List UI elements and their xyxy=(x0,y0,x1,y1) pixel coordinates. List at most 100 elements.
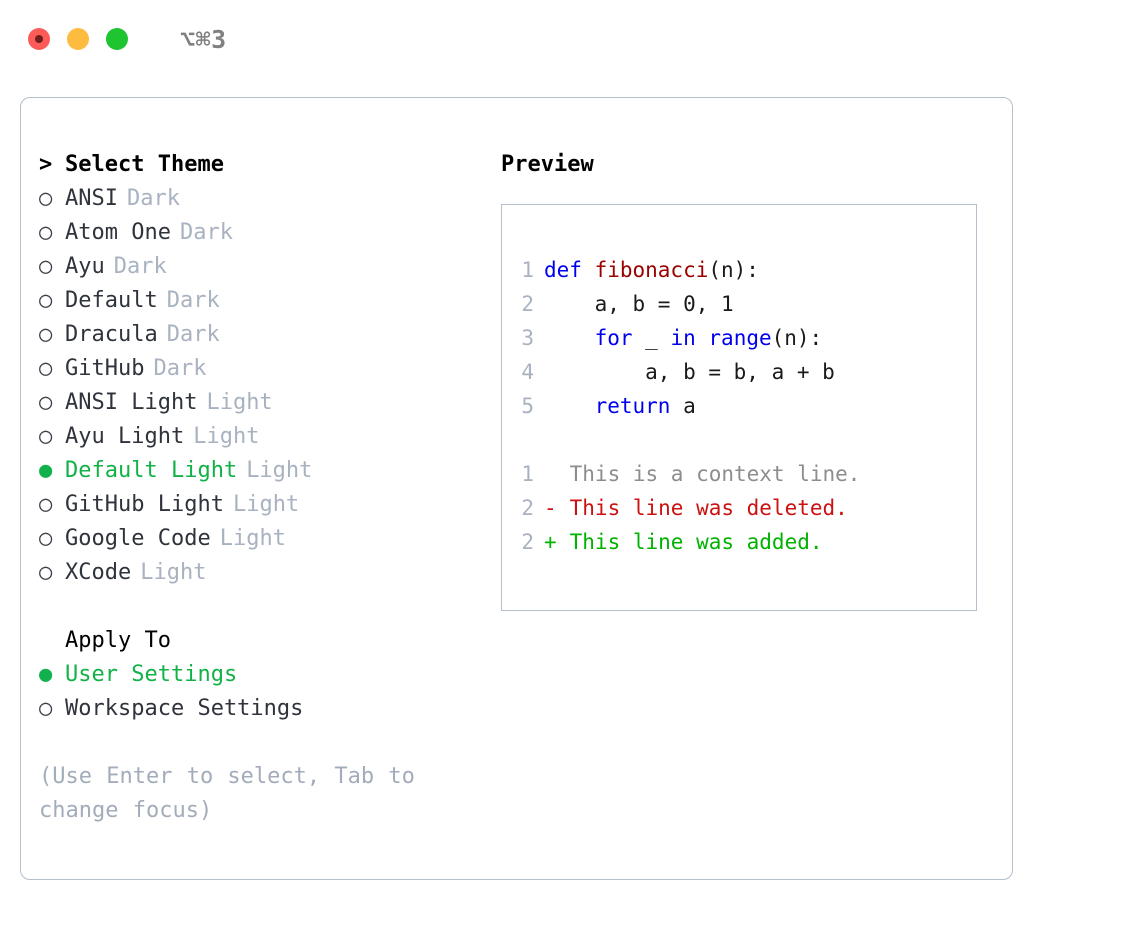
code-line-number: 2 xyxy=(521,292,534,316)
theme-variant-badge: Light xyxy=(246,458,313,483)
diff-sample: 1 This is a context line.2- This line wa… xyxy=(502,457,976,559)
close-button-icon[interactable] xyxy=(28,28,50,50)
diff-line-number: 1 xyxy=(521,462,534,486)
theme-name-label: Dracula xyxy=(65,322,158,347)
apply-to-option[interactable]: ○ Workspace Settings xyxy=(39,692,479,726)
code-line-number: 4 xyxy=(521,360,534,384)
theme-variant-badge: Light xyxy=(193,424,260,449)
theme-name-label: Default xyxy=(65,288,158,313)
theme-variant-badge: Dark xyxy=(113,254,167,279)
apply-to-label: User Settings xyxy=(65,662,238,687)
theme-name-label: Atom One xyxy=(65,220,171,245)
keyboard-shortcut-label: ⌥⌘3 xyxy=(180,24,227,54)
theme-list-item[interactable]: ○ Default Dark xyxy=(39,284,479,318)
radio-unselected-icon[interactable]: ○ xyxy=(39,492,53,517)
code-line: 4 a, b = b, a + b xyxy=(502,355,976,389)
diff-text: This line was added. xyxy=(557,530,823,554)
diff-line-text-added: + This line was added. xyxy=(544,525,823,559)
theme-variant-badge: Dark xyxy=(166,322,220,347)
code-line: 2 a, b = 0, 1 xyxy=(502,287,976,321)
radio-selected-icon[interactable]: ● xyxy=(39,458,53,483)
preview-gap xyxy=(502,423,976,457)
diff-line: 1 This is a context line. xyxy=(502,457,976,491)
theme-name-label: Ayu Light xyxy=(65,424,185,449)
theme-list-item[interactable]: ○ ANSI Light Light xyxy=(39,386,479,420)
diff-text: This line was deleted. xyxy=(557,496,848,520)
theme-name-label: GitHub xyxy=(65,356,145,381)
theme-name-label: GitHub Light xyxy=(65,492,224,517)
page-title: Select Theme xyxy=(65,152,224,177)
radio-unselected-icon[interactable]: ○ xyxy=(39,526,53,551)
theme-picker-header: > Select Theme xyxy=(39,148,479,182)
radio-unselected-icon[interactable]: ○ xyxy=(39,186,53,211)
diff-sign: - xyxy=(544,496,557,520)
code-token-pl xyxy=(544,394,595,418)
radio-unselected-icon[interactable]: ○ xyxy=(39,356,53,381)
code-token-pl: a, b = b, a + b xyxy=(544,360,835,384)
window-titlebar: ⌥⌘3 xyxy=(0,0,1140,78)
radio-unselected-icon[interactable]: ○ xyxy=(39,254,53,279)
theme-name-label: ANSI Light xyxy=(65,390,198,415)
code-line-number: 3 xyxy=(521,326,534,350)
radio-unselected-icon[interactable]: ○ xyxy=(39,560,53,585)
theme-variant-badge: Light xyxy=(140,560,207,585)
diff-sign xyxy=(544,457,557,491)
diff-text: This is a context line. xyxy=(557,462,861,486)
minimize-button-icon[interactable] xyxy=(67,28,89,50)
theme-variant-badge: Dark xyxy=(126,186,180,211)
radio-unselected-icon[interactable]: ○ xyxy=(39,220,53,245)
apply-to-heading: Apply To xyxy=(65,628,171,653)
diff-line-number: 2 xyxy=(521,530,534,554)
keyboard-hint-text: (Use Enter to select, Tab to change focu… xyxy=(39,764,415,823)
radio-selected-icon[interactable]: ● xyxy=(39,662,53,687)
radio-unselected-icon[interactable]: ○ xyxy=(39,696,53,721)
theme-list-item[interactable]: ○ GitHub Light Light xyxy=(39,488,479,522)
code-token-kw: for xyxy=(594,326,633,350)
theme-list-item[interactable]: ○ Ayu Dark xyxy=(39,250,479,284)
theme-variant-badge: Dark xyxy=(153,356,207,381)
theme-name-label: Ayu xyxy=(65,254,105,279)
code-line-text: return a xyxy=(544,389,696,423)
code-token-pl xyxy=(696,326,709,350)
apply-to-option[interactable]: ● User Settings xyxy=(39,658,479,692)
radio-unselected-icon[interactable]: ○ xyxy=(39,288,53,313)
diff-line: 2- This line was deleted. xyxy=(502,491,976,525)
code-token-kw: in xyxy=(670,326,696,350)
code-line: 3 for _ in range(n): xyxy=(502,321,976,355)
zoom-button-icon[interactable] xyxy=(106,28,128,50)
code-token-pl: (n): xyxy=(708,258,759,282)
theme-list-item[interactable]: ○ GitHub Dark xyxy=(39,352,479,386)
code-token-kw: def xyxy=(544,258,595,282)
radio-unselected-icon[interactable]: ○ xyxy=(39,424,53,449)
theme-variant-badge: Dark xyxy=(166,288,220,313)
theme-variant-badge: Light xyxy=(232,492,300,517)
theme-list-item[interactable]: ○ Ayu Light Light xyxy=(39,420,479,454)
code-token-pl: a xyxy=(670,394,696,418)
diff-line-number: 2 xyxy=(521,496,534,520)
list-spacer xyxy=(39,590,479,624)
radio-unselected-icon[interactable]: ○ xyxy=(39,390,53,415)
apply-to-label: Workspace Settings xyxy=(65,696,304,721)
theme-list-item[interactable]: ○ Dracula Dark xyxy=(39,318,479,352)
code-token-fn: fibonacci xyxy=(594,258,709,282)
theme-variant-badge: Light xyxy=(206,390,273,415)
radio-unselected-icon[interactable]: ○ xyxy=(39,322,53,347)
code-token-pl: (n): xyxy=(771,326,823,350)
code-line-text: def fibonacci(n): xyxy=(544,253,759,287)
code-line: 5 return a xyxy=(502,389,976,423)
prompt-caret-icon: > xyxy=(39,152,53,177)
preview-heading: Preview xyxy=(501,152,594,177)
apply-to-list: ● User Settings ○ Workspace Settings xyxy=(39,658,479,726)
